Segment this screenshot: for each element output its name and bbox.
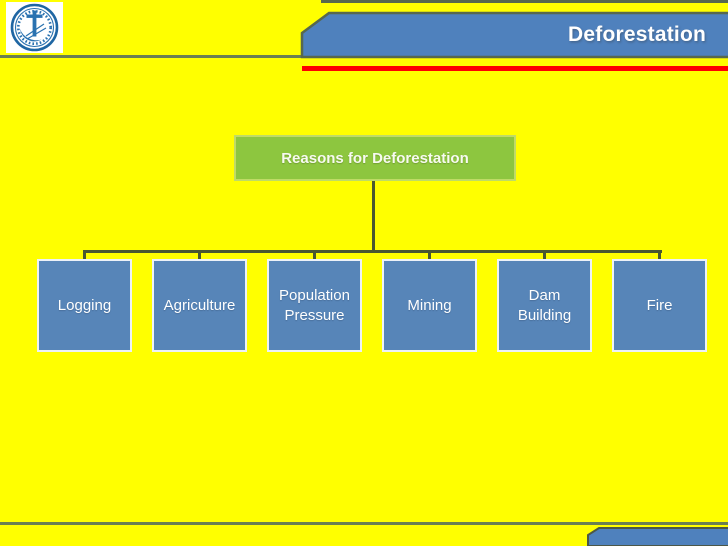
reason-node-agriculture: Agriculture	[152, 259, 247, 352]
reason-node-population-pressure: Population Pressure	[267, 259, 362, 352]
connector-stub	[313, 252, 316, 260]
page-title: Deforestation	[568, 22, 706, 46]
connector-stub	[428, 252, 431, 260]
connector-horizontal	[83, 250, 662, 253]
connector-stub	[83, 252, 86, 260]
connector-stub	[543, 252, 546, 260]
reason-node-mining: Mining	[382, 259, 477, 352]
reason-node-dam-building: Dam Building	[497, 259, 592, 352]
seal-icon	[10, 3, 59, 52]
school-logo	[6, 2, 63, 53]
connector-root-vertical	[372, 181, 375, 251]
reason-node-logging: Logging	[37, 259, 132, 352]
connector-stub	[658, 252, 661, 260]
header-banner	[0, 0, 728, 59]
connector-stub	[198, 252, 201, 260]
diagram-root-node: Reasons for Deforestation	[234, 135, 516, 181]
red-accent-line	[302, 66, 728, 71]
reason-node-fire: Fire	[612, 259, 707, 352]
footer-banner	[0, 522, 728, 546]
